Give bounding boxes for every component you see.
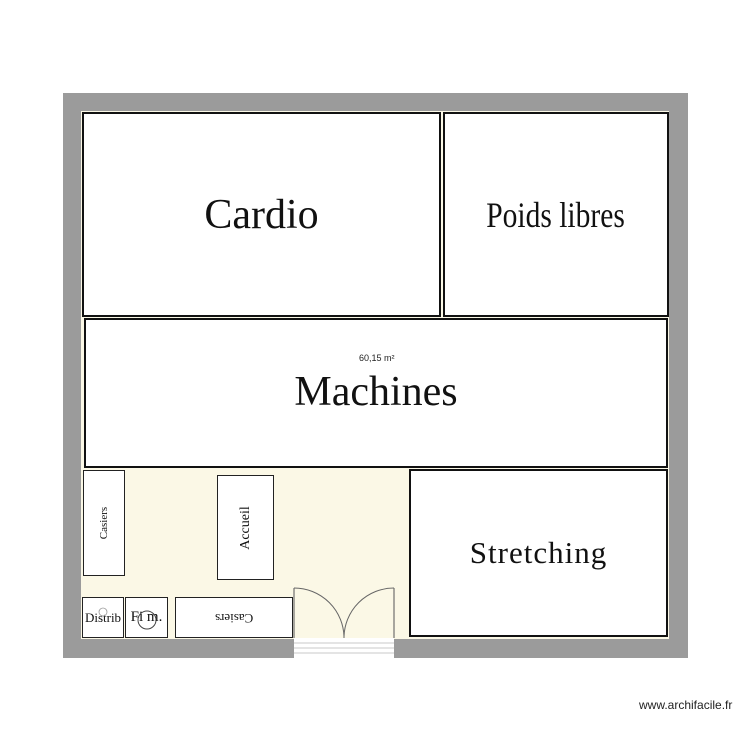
watermark: www.archifacile.fr — [639, 698, 733, 712]
distrib-label: Distrib — [84, 609, 122, 625]
furniture-casiers-bottom[interactable]: Casiers — [175, 597, 293, 638]
furniture-distrib[interactable]: Distrib — [82, 597, 124, 638]
fi-m-label: Fi m. — [130, 609, 163, 625]
room-machines-label: Machines — [294, 369, 458, 415]
door-right-swing — [343, 587, 395, 639]
door-left-swing — [293, 587, 345, 639]
furniture-casiers-left[interactable]: Casiers — [83, 470, 125, 576]
room-stretching[interactable]: Stretching — [409, 469, 668, 637]
room-poids-libres[interactable]: Poids libres — [443, 112, 669, 317]
room-stretching-label: Stretching — [469, 535, 608, 570]
room-poids-libres-label: Poids libres — [486, 194, 626, 235]
distrib-symbol-icon — [98, 607, 108, 617]
room-cardio[interactable]: Cardio — [82, 112, 441, 317]
area-label: 60,15 m² — [359, 353, 395, 363]
fountain-symbol-icon — [137, 610, 157, 630]
room-cardio-label: Cardio — [204, 191, 319, 238]
room-machines[interactable]: 60,15 m² Machines — [84, 318, 668, 468]
furniture-fi-m[interactable]: Fi m. — [125, 597, 168, 638]
furniture-accueil[interactable]: Accueil — [217, 475, 274, 580]
